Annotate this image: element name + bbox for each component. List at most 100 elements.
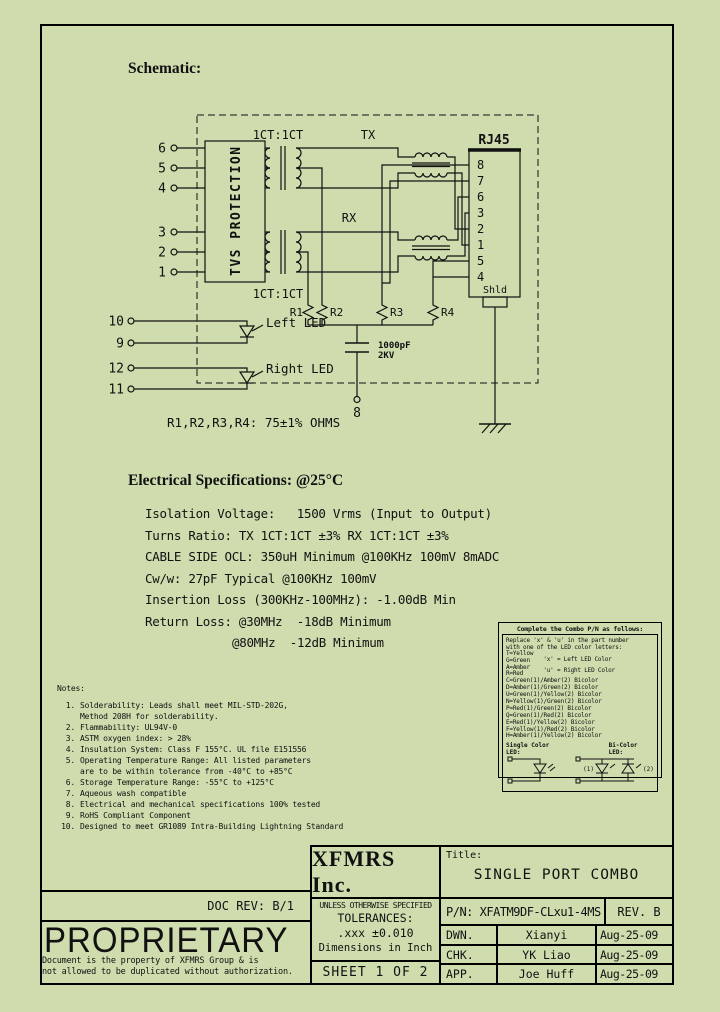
tolerance-line-2: TOLERANCES: [337,911,414,925]
left-led-label: Left LED [266,315,326,330]
tx-transformer [264,146,469,303]
color-code: G=Green [506,656,530,664]
bicolor-code: P=Red(1)/Green(2) Bicolor [506,704,592,712]
tolerance-cell: UNLESS OTHERWISE SPECIFIED TOLERANCES: .… [312,899,439,962]
part-number: P/N: XFATM9DF-CLxu1-4MS [446,904,601,919]
cap-value-label: 1000pF [378,341,411,351]
rj45-pin-4: 4 [477,270,484,284]
right-led-symbol [127,364,264,393]
bicolor-code: N=Yellow(1)/Green(2) Bicolor [506,697,602,705]
sheet-number: SHEET 1 OF 2 [322,965,429,980]
proprietary-word: PROPRIETARY [44,919,289,960]
tolerance-line-1: UNLESS OTHERWISE SPECIFIED [319,901,432,910]
note-number: 7. [65,789,75,798]
r3-label: R3 [390,306,403,319]
bicolor-code: D=Amber(1)/Green(2) Bicolor [506,684,599,692]
pin-2: 2 [158,246,166,261]
company-name: XFMRS Inc. [312,846,441,897]
doc-rev: DOC REV: B/1 [40,892,310,922]
single-led-diagram [507,756,556,784]
pin-6: 6 [158,142,166,157]
combo-led-notes: 'x' = Left LED Color 'u' = Right LED Col… [543,654,615,678]
r2-label: R2 [330,306,343,319]
bicolor-led-diagram [575,756,642,784]
rj45-pin-8: 8 [477,158,484,172]
spec-isolation: Isolation Voltage: 1500 Vrms (Input to O… [145,506,492,521]
proprietary-line-2: not allowed to be duplicated without aut… [42,966,293,977]
x-note: 'x' = Left LED Color [543,656,612,663]
spec-turns: Turns Ratio: TX 1CT:1CT ±3% RX 1CT:1CT ±… [145,527,449,543]
spec-cww: Cw/w: 27pF Typical @100KHz 100mV [145,570,377,586]
proprietary-fineprint: Document is the property of XFMRS Group … [42,956,310,977]
note-text: Electrical and mechanical specifications… [80,800,321,809]
rj45-pin-2: 2 [477,222,484,236]
pin-5: 5 [158,162,166,177]
schematic-heading: Schematic: [128,60,202,77]
title-label: Title: [446,850,483,861]
note-text: RoHS Compliant Component [80,811,191,820]
note-text: ASTM oxygen index: > 28% [80,734,191,743]
right-led-label: Right LED [266,361,334,376]
note-number: 2. [65,723,75,732]
tvs-box [204,140,266,283]
note-number: 5. [65,756,75,765]
rj45-pin-6: 6 [477,190,484,204]
pin-12: 12 [108,362,124,377]
r1-label: R1 [290,306,303,319]
pin-4: 4 [158,182,166,197]
shld-label: Shld [483,285,507,296]
left-pin-wires [170,144,270,276]
proprietary-block: DOC REV: B/1 PROPRIETARY Document is the… [40,890,310,985]
single-led-label: Single Color LED: [506,742,550,757]
capacitor [345,325,369,404]
pin-9: 9 [116,337,124,352]
combo-bicolor-list: C=Green(1)/Amber(2) Bicolor D=Amber(1)/G… [506,677,655,740]
sig-role: APP. [441,965,498,984]
note-text: Solderability: Leads shall meet MIL-STD-… [80,701,288,721]
note-number: 4. [65,745,75,754]
proprietary-line-1: Document is the property of XFMRS Group … [42,956,259,966]
rj45-label: RJ45 [478,133,509,148]
led1-label: (1) [583,766,594,773]
bicolor-led-label: Bi-Color LED: [608,742,638,757]
pin-3: 3 [158,226,166,241]
termination-wires [381,164,469,303]
left-led-symbol [127,317,264,347]
rx-transformer [264,196,469,303]
sig-role: DWN. [441,926,498,944]
rj45-pin-1: 1 [477,238,484,252]
note-number: 10. [61,822,75,831]
bicolor-code: H=Amber(1)/Yellow(2) Bicolor [506,732,602,740]
sig-name: Joe Huff [498,965,597,984]
specs-heading: Electrical Specifications: @25°C [128,472,344,489]
ratio-bottom-label: 1CT:1CT [253,287,304,301]
notes-list: 1. Solderability: Leads shall meet MIL-S… [57,700,359,832]
note-text: Aqueous wash compatible [80,789,187,798]
resistor-note: R1,R2,R3,R4: 75±1% OHMS [167,415,340,430]
note-number: 9. [65,811,75,820]
sig-date: Aug-25-09 [600,927,658,942]
rj45-pin-5: 5 [477,254,484,268]
rj45-pin-7: 7 [477,174,484,188]
revision: REV. B [604,899,672,924]
pin-1: 1 [158,266,166,281]
pin-10: 10 [108,315,124,330]
tvs-label: TVS PROTECTION [229,145,244,276]
note-number: 1. [65,701,75,710]
combo-single-colors: T=Yellow G=Green A=Amber R=Red [506,650,534,678]
color-code: A=Amber [506,663,530,671]
pin-11: 11 [108,383,124,398]
title-cell: Title: SINGLE PORT COMBO [441,847,672,897]
combo-intro-1: Replace 'x' & 'u' in the part number [506,637,629,644]
sig-date: Aug-25-09 [600,947,658,962]
bicolor-code: U=Green(1)/Yellow(2) Bicolor [506,691,602,698]
rj45-pin-3: 3 [477,206,484,220]
bicolor-code: E=Red(1)/Yellow(2) Bicolor [506,718,595,726]
drawing-title: SINGLE PORT COMBO [473,867,640,883]
color-code: R=Red [506,670,524,678]
bicolor-code: C=Green(1)/Amber(2) Bicolor [506,677,599,685]
cap-rating-label: 2KV [378,351,395,361]
sig-name: Xianyi [498,926,597,944]
led-wiring-diagrams: (1) (2) [507,756,654,784]
